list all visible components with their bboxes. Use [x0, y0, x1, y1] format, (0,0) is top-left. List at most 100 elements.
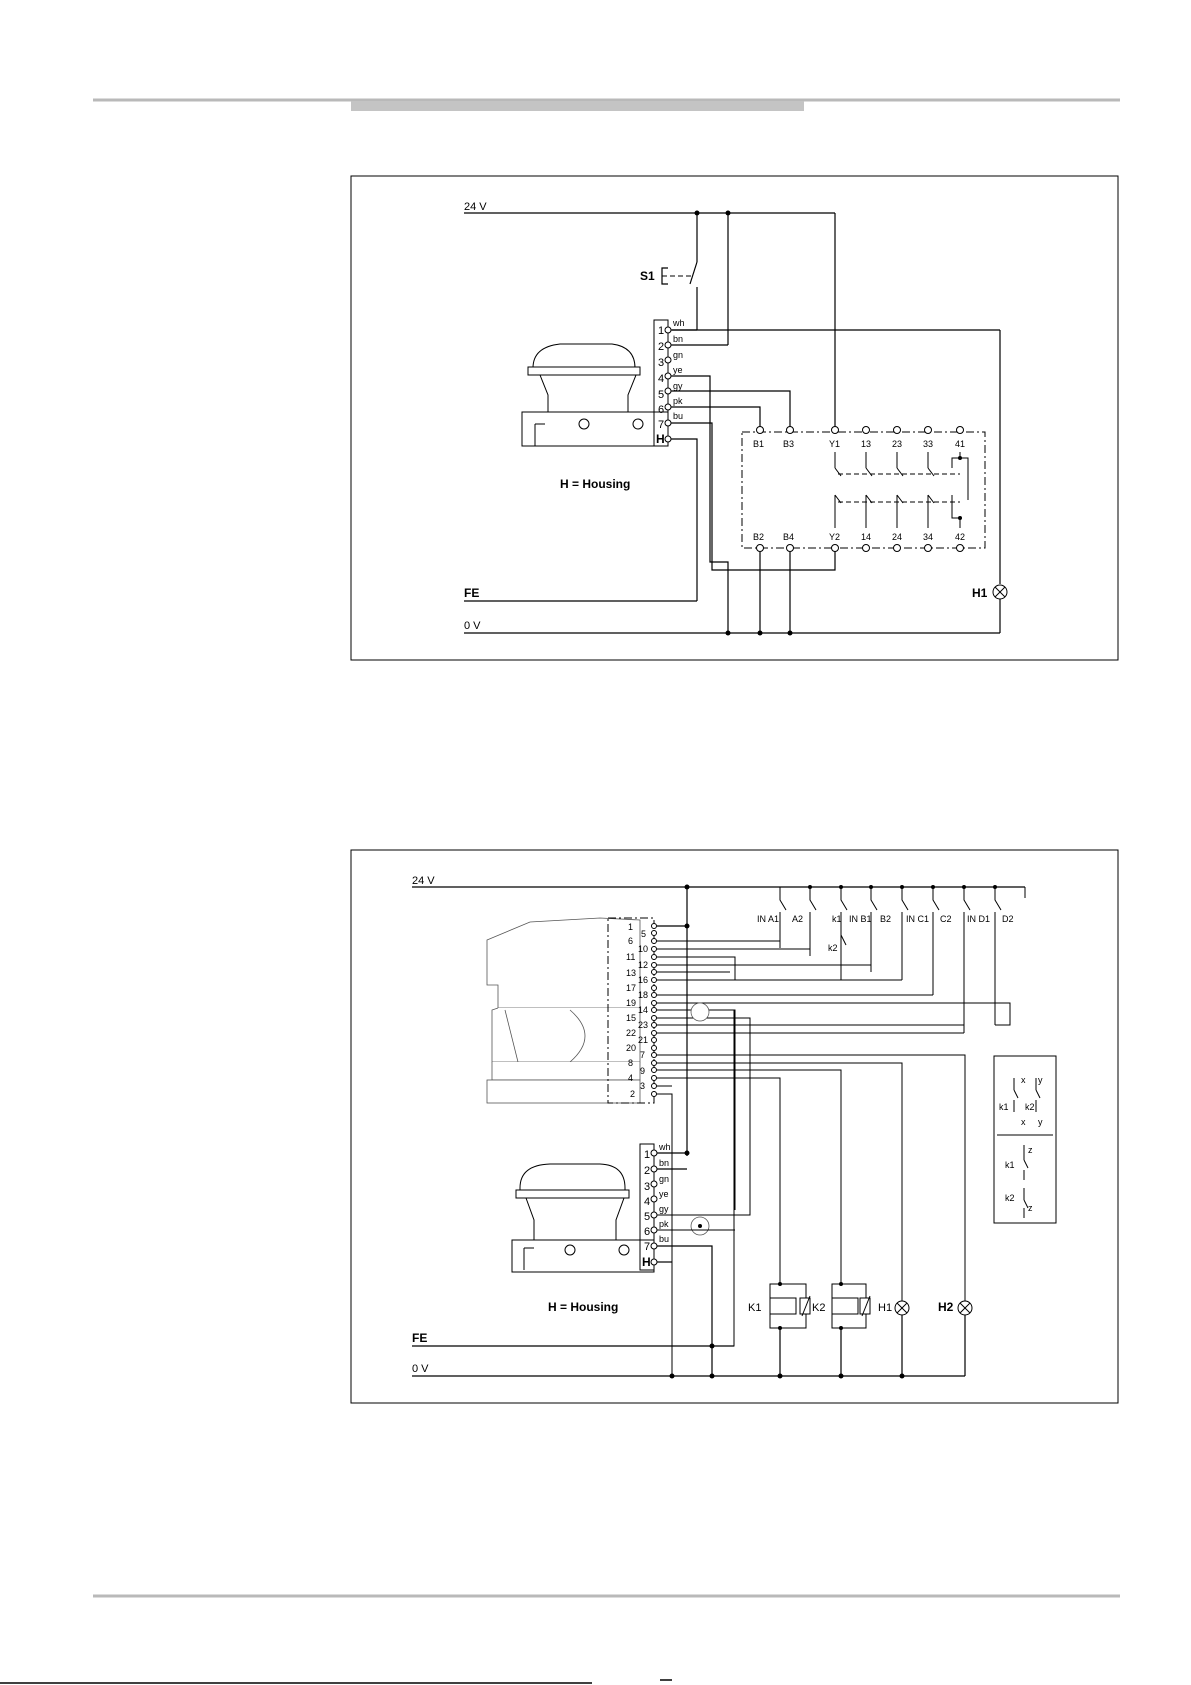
safety-scanner-device-2: [486, 917, 655, 1104]
relay-terminal-label: 34: [923, 532, 933, 542]
relay-terminal-label: 33: [923, 439, 933, 449]
wire-color-label: gy: [673, 381, 683, 391]
wire-color-label: pk: [673, 396, 683, 406]
pin-label: 3: [658, 357, 664, 369]
pin-label: 4: [658, 373, 664, 385]
switch-label: k1: [832, 914, 842, 924]
connector-block-1: 1 2 3 4 5 6 7 H wh bn gn ye gy pk bu: [653, 318, 685, 447]
pin-label: H: [656, 432, 665, 446]
scanner-pin-label: 5: [641, 929, 646, 939]
pin-label: 7: [658, 419, 664, 431]
housing-note: H = Housing: [548, 1300, 618, 1314]
scanner-pin-label: 8: [628, 1058, 633, 1068]
wire-color-label: gn: [659, 1174, 669, 1184]
legend-x-label: x: [1021, 1117, 1026, 1127]
switch-label: A2: [792, 914, 803, 924]
wire-color-label: gy: [659, 1204, 669, 1214]
pin-labels: 1 2 3 4 5 6 7 H: [656, 325, 665, 446]
scanner-pin-label: 22: [626, 1028, 636, 1038]
scanner-pin-label: 23: [638, 1020, 648, 1030]
scanner-pin-label: 9: [640, 1066, 645, 1076]
pin-label: H: [642, 1255, 651, 1269]
legend-k2-label: k2: [1005, 1193, 1015, 1203]
output-label: K1: [748, 1302, 761, 1314]
switch-label: D2: [1002, 914, 1014, 924]
pin-label: 6: [658, 404, 664, 416]
pin-label: 7: [644, 1241, 650, 1253]
scanner-pin-label: 7: [640, 1050, 645, 1060]
relay-terminal-label: 14: [861, 532, 871, 542]
connector-block-2: 1 2 3 4 5 6 7 H wh bn gn ye gy pk bu: [639, 1142, 671, 1271]
relay-terminal-label: Y2: [829, 532, 840, 542]
pin-label: 2: [658, 341, 664, 353]
rail-24v-label: 24 V: [412, 875, 435, 887]
scanner-pin-label: 10: [638, 944, 648, 954]
safety-scanner-device-3: [511, 1163, 655, 1273]
relay-terminal-label: 23: [892, 439, 902, 449]
contact-legend: x y k1 k2 x y z k1 k2 z: [993, 1055, 1057, 1224]
output-label: K2: [812, 1302, 825, 1314]
legend-x-label: x: [1021, 1075, 1026, 1085]
scanner-pin-label: 2: [630, 1089, 635, 1099]
scanner-pin-label: 16: [638, 975, 648, 985]
switch-label: IN A1: [757, 914, 779, 924]
lamp-h1: H1: [972, 330, 1008, 633]
wire-color-label: bn: [673, 334, 683, 344]
switch-label: IN D1: [967, 914, 990, 924]
relay-terminal-label: B2: [753, 532, 764, 542]
diagram-1-frame: [350, 175, 1119, 661]
rail-0v-label: 0 V: [464, 620, 481, 632]
scanner-pin-label: 4: [628, 1073, 633, 1083]
legend-y-label: y: [1038, 1117, 1043, 1127]
scanner-pin-label: 15: [626, 1013, 636, 1023]
legend-z-label: z: [1028, 1145, 1033, 1155]
safety-switches: [779, 885, 1026, 1033]
output-label: H2: [938, 1300, 954, 1314]
relay-terminal-label: Y1: [829, 439, 840, 449]
switch-label: C2: [940, 914, 952, 924]
scanner-pin-label: 18: [638, 990, 648, 1000]
safety-relay-module: B1 B3 Y1 13 23 33 41 B2 B4 Y2 14: [741, 426, 986, 552]
relay-terminal-label: 42: [955, 532, 965, 542]
rail-24v-label: 24 V: [464, 201, 487, 213]
diagram-2-frame: [350, 849, 1119, 1404]
relay-contacts: [834, 452, 969, 528]
switch-labels: IN A1 A2 k1 IN B1 B2 IN C1 C2 IN D1 D2 k…: [757, 914, 1014, 953]
pin-label: 4: [644, 1196, 650, 1208]
wire-color-label: bu: [659, 1234, 669, 1244]
scanner-pin-label: 19: [626, 998, 636, 1008]
scanner-pin-label: 1: [628, 922, 633, 932]
pin-label: 5: [658, 389, 664, 401]
scanner-pin-label: 14: [638, 1005, 648, 1015]
wiring-diagram-2: 24 V 0 V FE 1 5 6 10 11 12 13 16 17 18 1…: [350, 849, 1119, 1404]
rail-fe-label: FE: [412, 1331, 427, 1345]
pin-label: 3: [644, 1181, 650, 1193]
header-rule: [93, 98, 1120, 111]
relay-terminal-label: B1: [753, 439, 764, 449]
scanner-pin-label: 20: [626, 1043, 636, 1053]
scanner-pin-label: 13: [626, 968, 636, 978]
wire-color-label: wh: [658, 1142, 671, 1152]
wire-color-label: wh: [672, 318, 685, 328]
relay-terminal-label: 13: [861, 439, 871, 449]
relay-terminal-label: B3: [783, 439, 794, 449]
scanner-pin-label: 3: [640, 1081, 645, 1091]
wire-color-label: bu: [673, 411, 683, 421]
pin-label: 1: [644, 1149, 650, 1161]
scanner-pin-labels: 1 5 6 10 11 12 13 16 17 18 19 14 15 23 2…: [626, 922, 648, 1099]
pin-label: 6: [644, 1226, 650, 1238]
output-relays: K1 K2 H1 H2: [669, 1280, 973, 1379]
scanner-wiring: [657, 940, 1011, 1376]
switch-label: B2: [880, 914, 891, 924]
wiring-diagram-1: 24 V 0 V FE S1: [350, 175, 1119, 661]
relay-terminal-label: B4: [783, 532, 794, 542]
housing-note: H = Housing: [560, 477, 630, 491]
wire-color-label: ye: [659, 1189, 669, 1199]
lamp-h1-label: H1: [972, 586, 988, 600]
scanner-pin-label: 6: [628, 936, 633, 946]
scanner-pin-label: 17: [626, 983, 636, 993]
legend-k2-label: k2: [1025, 1102, 1035, 1112]
wire-color-label: ye: [673, 365, 683, 375]
switch-label: IN C1: [906, 914, 929, 924]
